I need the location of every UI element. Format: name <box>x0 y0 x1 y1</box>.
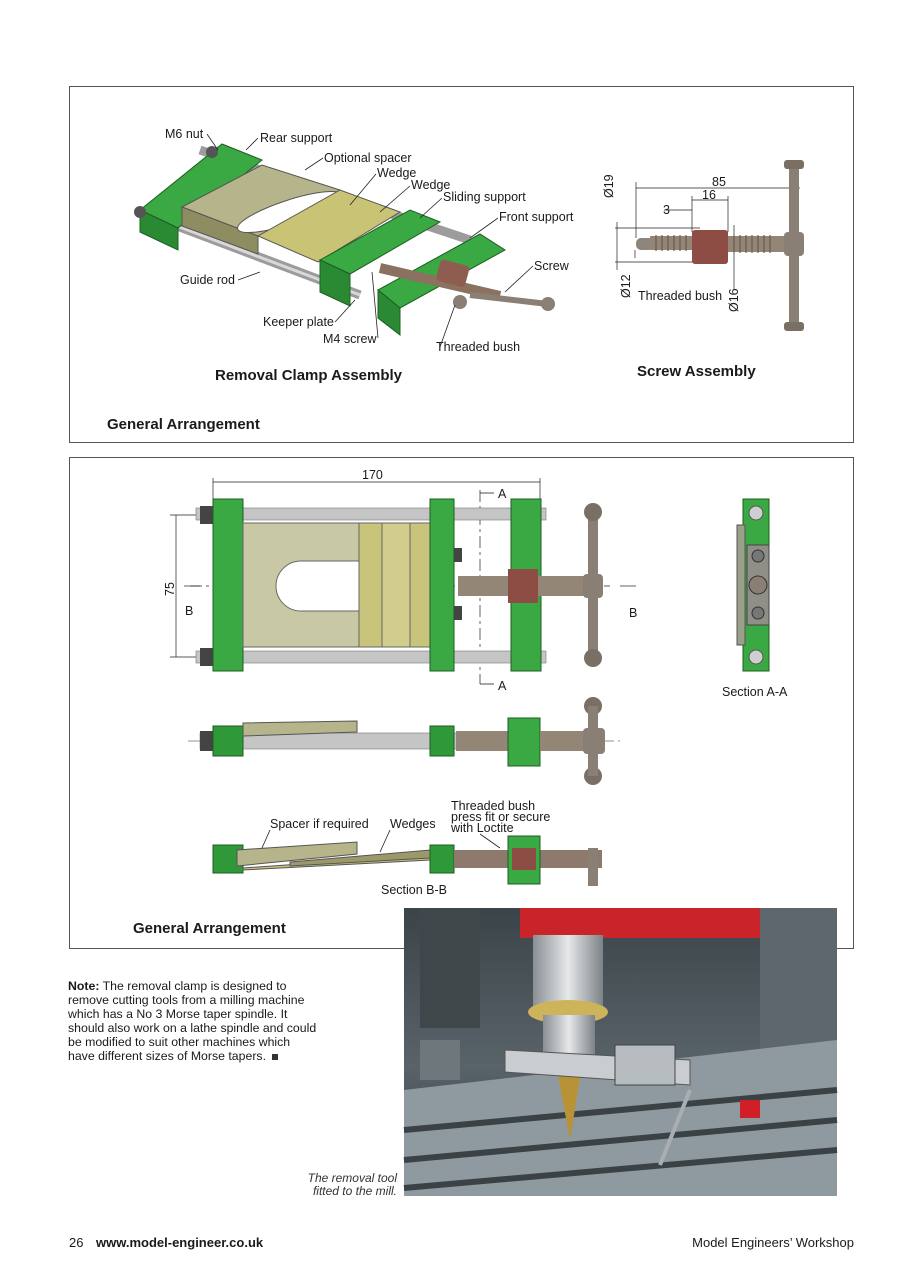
dim-170: 170 <box>362 468 383 482</box>
section-mark-b-left: B <box>185 604 194 618</box>
label-screw: Screw <box>534 259 569 273</box>
section-mark-b-right: B <box>629 606 638 620</box>
note-text: Note: The removal clamp is designed to r… <box>68 979 318 1063</box>
dim-16: 16 <box>702 188 716 202</box>
label-sliding-support: Sliding support <box>443 190 526 204</box>
dim-3: 3 <box>663 203 670 217</box>
photo-caption-line-1: The removal tool <box>307 1171 397 1185</box>
general-arrangement-title-top: General Arrangement <box>107 416 260 433</box>
removal-clamp-title: Removal Clamp Assembly <box>215 367 403 384</box>
label-spacer-if-required: Spacer if required <box>270 817 369 831</box>
label-optional-spacer: Optional spacer <box>324 151 412 165</box>
section-bb-label: Section B-B <box>381 883 448 897</box>
website-link[interactable]: www.model-engineer.co.uk <box>96 1235 264 1250</box>
section-mark-a-bottom: A <box>498 679 507 693</box>
label-screw-threaded-bush: Threaded bush <box>638 289 723 303</box>
note-body: The removal clamp is designed to remove … <box>68 979 317 1063</box>
label-front-support: Front support <box>499 210 574 224</box>
label-m4-screw: M4 screw <box>323 332 377 346</box>
end-square-icon <box>272 1054 279 1060</box>
label-wedges: Wedges <box>390 817 436 831</box>
label-bush-line-2: press fit or secure <box>451 810 551 824</box>
section-aa-label: Section A-A <box>722 685 788 699</box>
label-keeper-plate: Keeper plate <box>263 315 334 329</box>
label-bush-line-1: Threaded bush <box>451 799 536 813</box>
label-wedge-1: Wedge <box>377 166 417 180</box>
page-number: 26 <box>69 1235 84 1250</box>
dim-85: 85 <box>712 175 726 189</box>
label-guide-rod: Guide rod <box>180 273 235 287</box>
photo-caption: The removal tool fitted to the mill. <box>250 1172 397 1198</box>
note-lead: Note: <box>68 979 100 993</box>
screw-assembly-title: Screw Assembly <box>637 363 756 380</box>
label-threaded-bush: Threaded bush <box>436 340 521 354</box>
label-m6-nut: M6 nut <box>165 127 204 141</box>
label-bush-line-3: with Loctite <box>451 821 514 835</box>
photo-caption-line-2: fitted to the mill. <box>312 1184 397 1198</box>
section-mark-a-top: A <box>498 487 507 501</box>
magazine-name: Model Engineers’ Workshop <box>692 1235 854 1250</box>
label-wedge-2: Wedge <box>411 178 451 192</box>
label-rear-support: Rear support <box>260 131 333 145</box>
general-arrangement-title-bottom: General Arrangement <box>133 920 286 937</box>
